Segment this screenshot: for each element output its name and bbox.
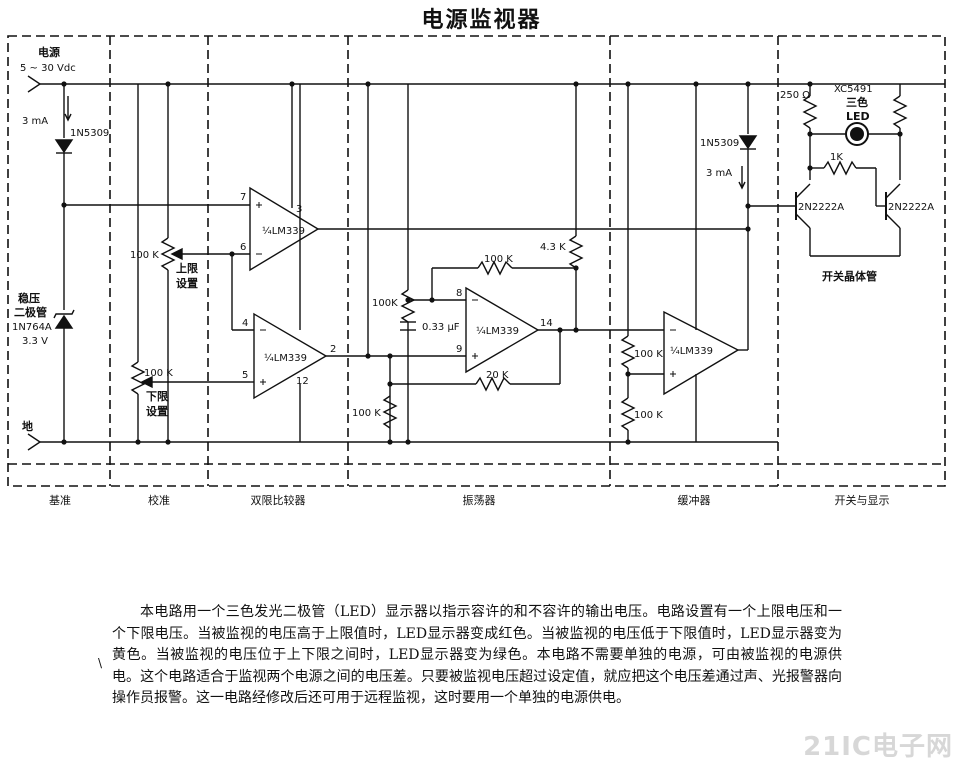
label-current-buf: 3 mA [706, 168, 732, 179]
stray-mark: \ [98, 656, 103, 670]
section-label: 双限比较器 [251, 493, 306, 507]
label-cap: 0.33 μF [422, 322, 460, 333]
watermark-logo: 21IC电子网 [803, 732, 953, 762]
section-label: 基准 [49, 494, 71, 507]
pin-label: 12 [296, 376, 309, 387]
pin-label: 4 [242, 318, 248, 329]
label-diode: 1N5309 [70, 128, 109, 139]
label-q1: 2N2222A [798, 202, 844, 213]
opamp-oscillator [465, 286, 540, 374]
circuit-schematic: 基准 校准 双限比较器 振荡器 缓冲器 开关与显示 电源 5 ~ 30 Vdc … [7, 35, 946, 507]
pin-label: 3 [296, 204, 302, 215]
label-pot-upper: 100 K [130, 250, 159, 261]
label-upper-2: 设置 [176, 276, 198, 290]
label-zener-2: 二极管 [14, 305, 47, 319]
pin-label: 9 [456, 344, 462, 355]
label-r-1k: 1K [830, 152, 843, 163]
page-title: 电源监视器 [421, 8, 542, 33]
label-r-buf-bot: 100 K [634, 410, 663, 421]
label-led-part: XC5491 [834, 84, 873, 95]
pin-label: 8 [456, 288, 462, 299]
pin-label: 14 [540, 318, 553, 329]
label-current: 3 mA [22, 116, 48, 127]
label-r-buf-top: 100 K [634, 349, 663, 360]
pin-label: 5 [242, 370, 248, 381]
tri-color-led [845, 122, 869, 146]
label-zener-1: 稳压 [18, 291, 40, 305]
pin-label: 6 [240, 242, 246, 253]
label-zener-part: 1N764A [12, 322, 52, 333]
label-diode-buf: 1N5309 [700, 138, 739, 149]
label-r-250: 250 Ω [780, 90, 810, 101]
label-power-range: 5 ~ 30 Vdc [20, 63, 76, 74]
junction-dots [61, 81, 903, 445]
label-r-100k-fb: 100 K [484, 254, 513, 265]
label-pot-lower: 100 K [144, 368, 173, 379]
opamp-buffer [663, 310, 740, 396]
label-power: 电源 [38, 45, 60, 59]
opamp-label: ¼LM339 [476, 325, 519, 337]
opamp-comparator-lower [253, 312, 328, 400]
label-ground: 地 [22, 419, 33, 433]
opamp-label: ¼LM339 [670, 345, 713, 357]
label-r-20k: 20 K [486, 370, 509, 381]
label-lower-2: 设置 [146, 404, 168, 418]
label-r-4k3: 4.3 K [540, 242, 566, 253]
opamp-label: ¼LM339 [262, 225, 305, 237]
section-label: 开关与显示 [835, 493, 890, 507]
label-led-2: LED [846, 110, 870, 123]
label-r-100k-bias: 100 K [352, 408, 381, 419]
pin-label: 2 [330, 344, 336, 355]
section-label: 振荡器 [463, 493, 496, 507]
label-q2: 2N2222A [888, 202, 934, 213]
label-r-100k-osc: 100K [372, 298, 398, 309]
pin-label: 7 [240, 192, 246, 203]
label-upper-1: 上限 [176, 261, 198, 275]
opamp-label: ¼LM339 [264, 352, 307, 364]
section-label: 校准 [148, 493, 170, 507]
section-borders [7, 35, 946, 487]
section-label: 缓冲器 [678, 493, 711, 507]
description-block: 本电路用一个三色发光二极管（LED）显示器以指示容许的和不容许的输出电压。电路设… [112, 602, 842, 710]
label-led-1: 三色 [846, 95, 868, 109]
opamp-comparator-upper [249, 186, 320, 272]
label-switch: 开关晶体管 [822, 269, 877, 283]
description-text: 本电路用一个三色发光二极管（LED）显示器以指示容许的和不容许的输出电压。电路设… [112, 604, 842, 706]
label-lower-1: 下限 [146, 389, 168, 403]
label-zener-volt: 3.3 V [22, 336, 48, 347]
